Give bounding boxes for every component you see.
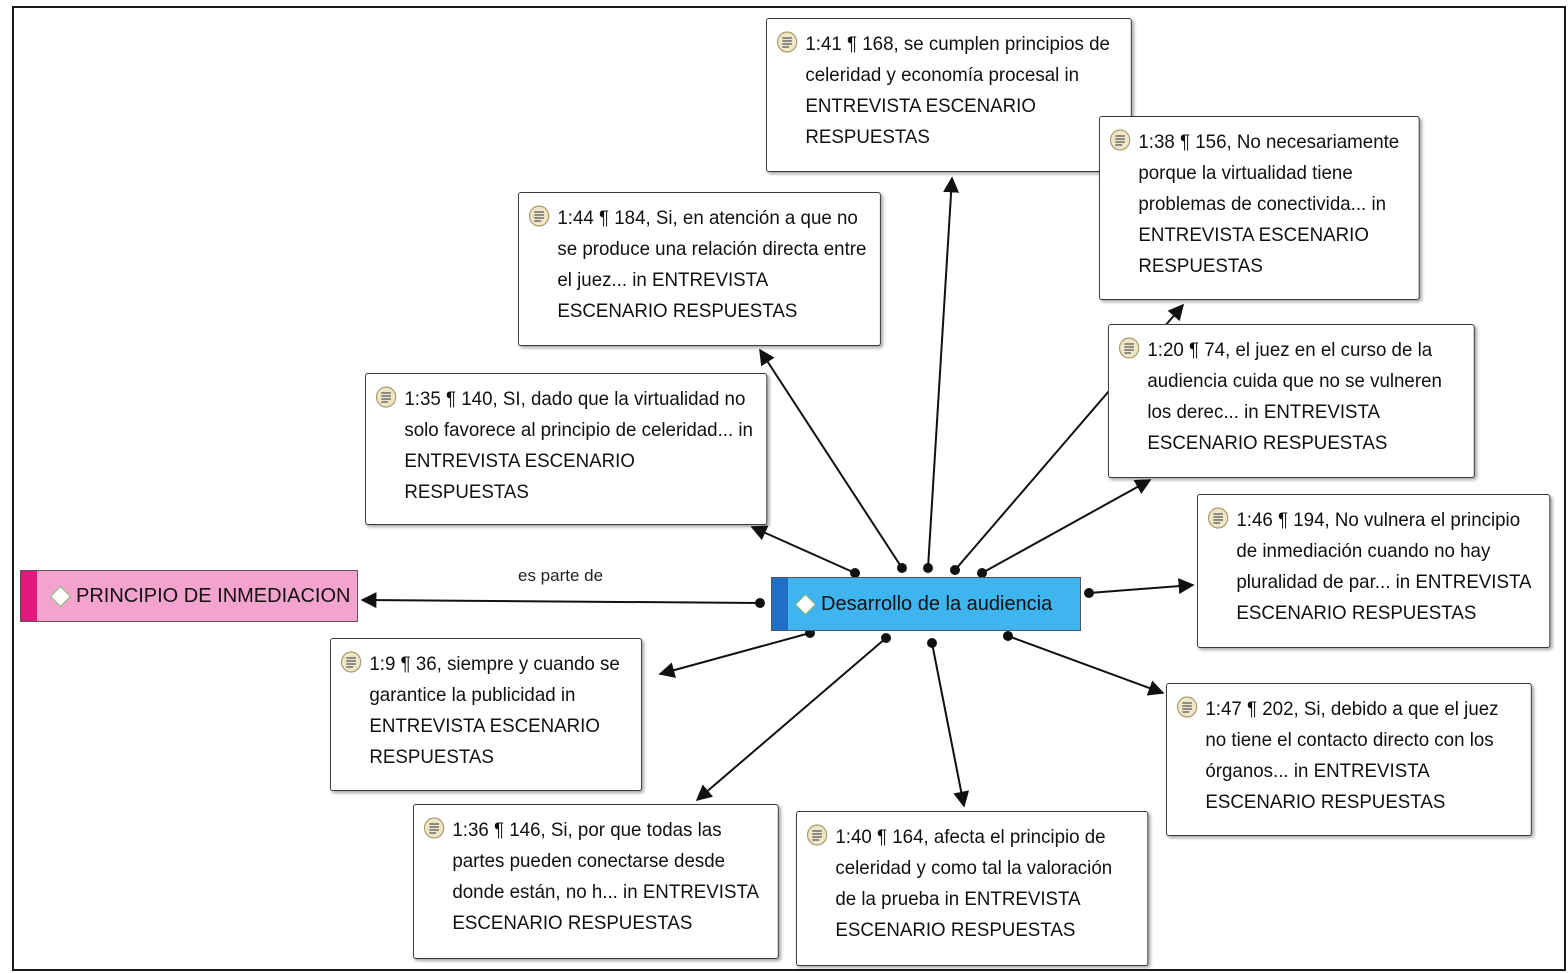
link-to-1-36 [695,637,887,802]
quotation-icon [375,386,397,408]
quotation-node-1-41[interactable]: 1:41 ¶ 168, se cumplen principios de cel… [766,18,1132,172]
quotation-text: 1:38 ¶ 156, No necesariamente porque la … [1138,131,1400,277]
code-node-principio-de-inmediacion[interactable]: PRINCIPIO DE INMEDIACION [20,570,358,622]
quotation-icon [1109,129,1131,151]
quotation-node-1-35[interactable]: 1:35 ¶ 140, SI, dado que la virtualidad … [365,373,768,525]
link-es-parte-de [360,592,761,609]
relation-label: es parte de [518,566,604,585]
code-color-bar [21,571,37,621]
quotation-text: 1:47 ¶ 202, Si, debido a que el juez no … [1205,698,1499,813]
quotation-icon [806,824,828,846]
quotation-text: 1:46 ¶ 194, No vulnera el principio de i… [1236,509,1531,624]
quotation-node-1-36[interactable]: 1:36 ¶ 146, Si, por que todas las partes… [413,804,779,959]
quotation-icon [423,817,445,839]
quotation-node-1-9[interactable]: 1:9 ¶ 36, siempre y cuando se garantice … [330,638,642,791]
link-to-1-44 [759,348,903,569]
quotation-icon [1176,696,1198,718]
link-to-1-40 [931,642,970,808]
quotation-icon [340,651,362,673]
quotation-node-1-20[interactable]: 1:20 ¶ 74, el juez en el curso de la aud… [1108,324,1475,478]
quotation-text: 1:36 ¶ 146, Si, por que todas las partes… [452,819,758,934]
code-diamond-icon [794,593,817,615]
quotation-icon [1207,507,1229,529]
link-to-1-47 [1007,635,1165,696]
diagram-frame [12,6,1566,971]
quotation-node-1-44[interactable]: 1:44 ¶ 184, Si, en atención a que no se … [518,192,881,346]
code-label: PRINCIPIO DE INMEDIACION [76,584,351,607]
quotation-icon [1118,337,1140,359]
code-node-desarrollo-de-la-audiencia[interactable]: Desarrollo de la audiencia [771,577,1081,631]
quotation-icon [776,31,798,53]
quotation-node-1-47[interactable]: 1:47 ¶ 202, Si, debido a que el juez no … [1166,683,1532,836]
quotation-text: 1:9 ¶ 36, siempre y cuando se garantice … [369,653,620,768]
link-to-1-35 [750,525,856,574]
quotation-text: 1:35 ¶ 140, SI, dado que la virtualidad … [404,388,753,503]
quotation-node-1-46[interactable]: 1:46 ¶ 194, No vulnera el principio de i… [1197,494,1551,648]
link-to-1-41 [927,176,960,569]
code-color-bar [772,578,788,630]
link-to-1-20 [981,479,1152,574]
quotation-node-1-40[interactable]: 1:40 ¶ 164, afecta el principio de celer… [796,811,1149,966]
quotation-text: 1:44 ¶ 184, Si, en atención a que no se … [557,207,867,322]
code-label: Desarrollo de la audiencia [821,592,1053,615]
quotation-text: 1:40 ¶ 164, afecta el principio de celer… [835,826,1113,941]
quotation-text: 1:20 ¶ 74, el juez en el curso de la aud… [1147,339,1442,454]
code-diamond-icon [49,585,72,607]
link-to-1-46 [1088,578,1195,595]
quotation-node-1-38[interactable]: 1:38 ¶ 156, No necesariamente porque la … [1099,116,1420,300]
quotation-text: 1:41 ¶ 168, se cumplen principios de cel… [805,33,1110,148]
quotation-icon [528,205,550,227]
link-to-1-9 [658,632,811,678]
